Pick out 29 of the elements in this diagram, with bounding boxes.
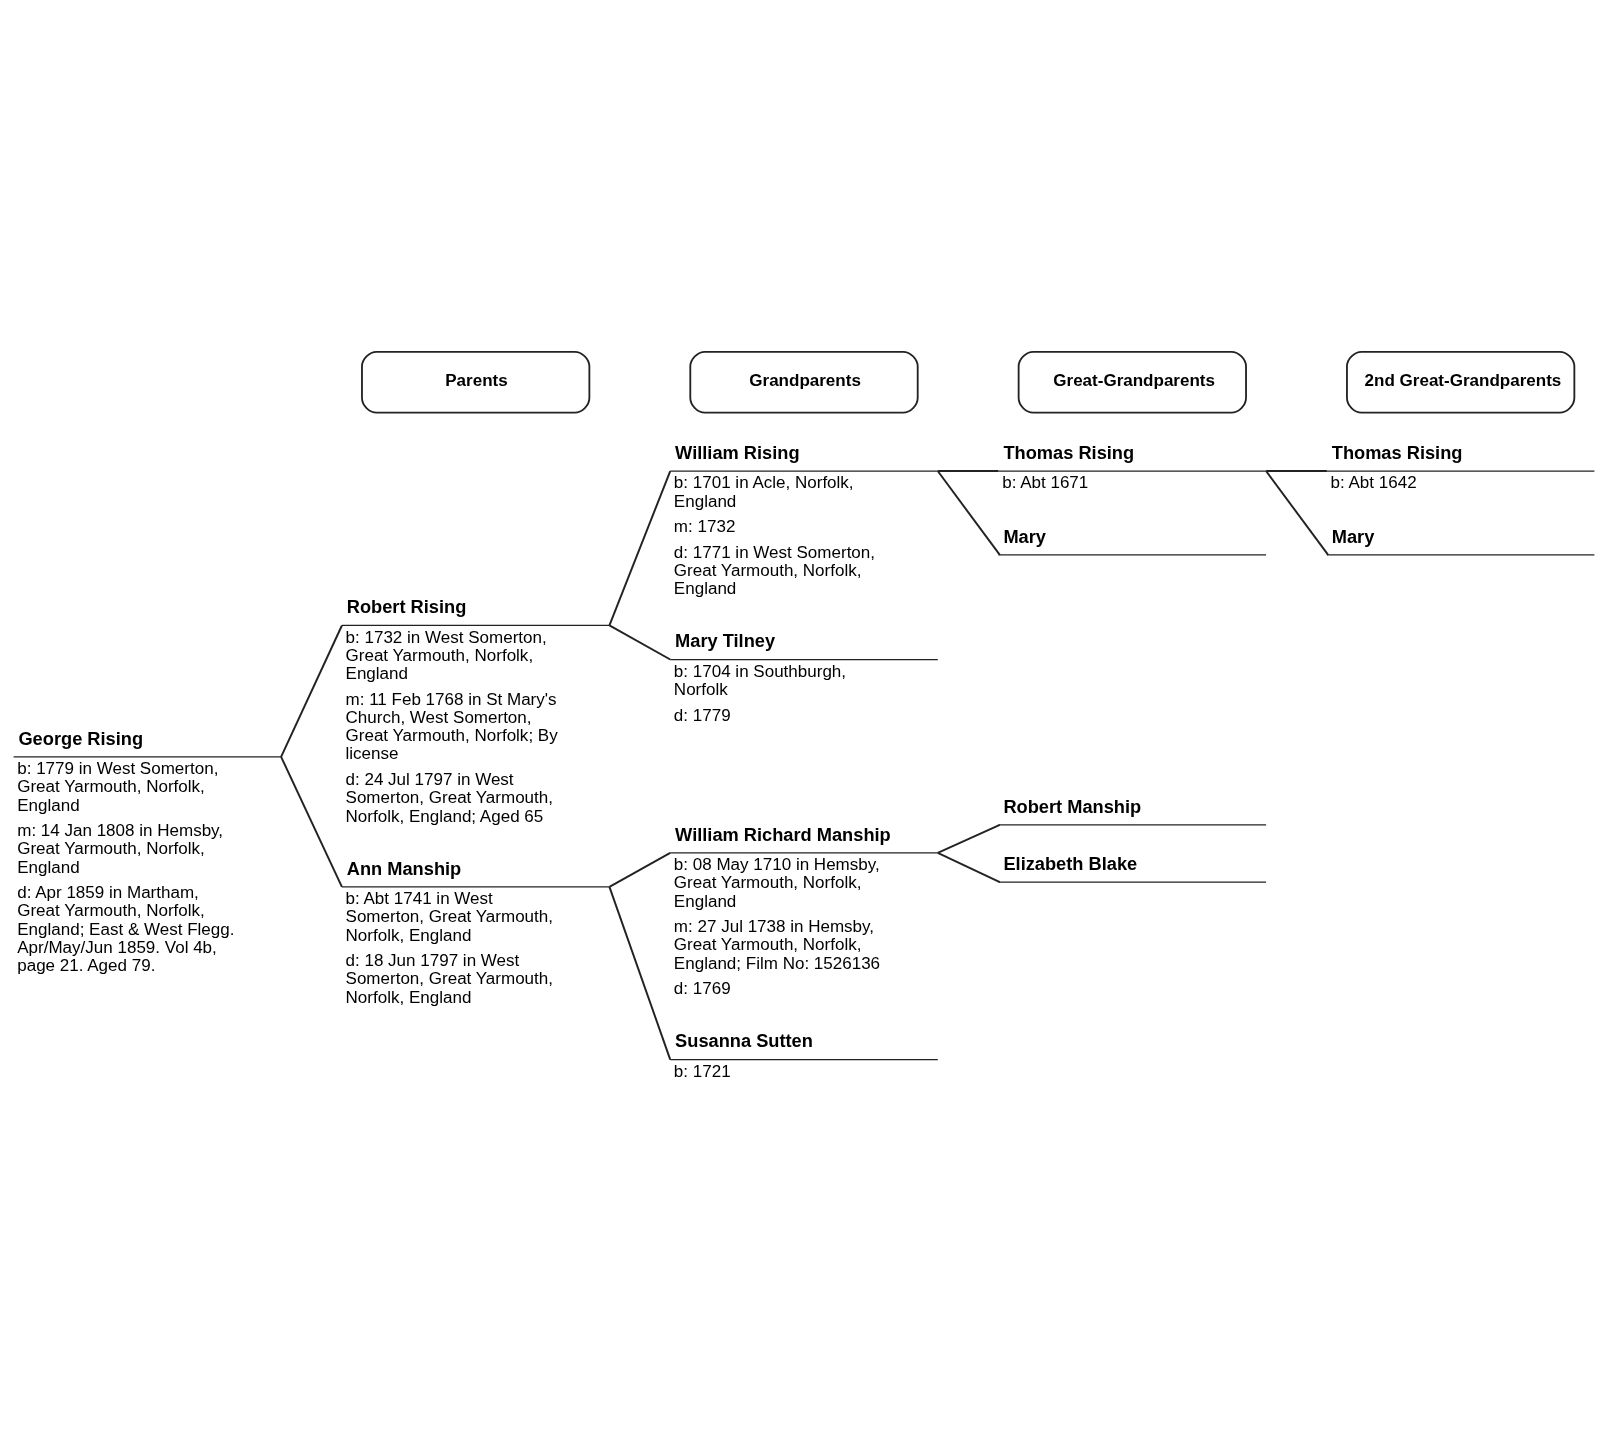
connector — [936, 470, 1000, 472]
connector — [608, 470, 672, 627]
node-text: Thomas Rising b: Abt 1642 — [1330, 441, 1463, 493]
node-text: Susanna Sutten b: 1721 — [673, 1030, 813, 1081]
connector — [1265, 470, 1328, 472]
node-text: George Rising b: 1779 in West Somerton, Great Yarmouth, Norfolk, England m: 14 Jan 1808 in Hemsby, Great Yarmouth, Norfolk, England d: Apr 1859 in Martham, Great Yarmouth, Norfolk, England; East & West Flegg. Apr/May/Jun 1859. Vol 4b, page 21. Aged 79. — [17, 727, 235, 976]
connector — [280, 624, 343, 758]
node-text: Elizabeth Blake — [1003, 852, 1138, 874]
node-text: Mary Tilney b: 1704 in Southburgh, Norfolk d: 1779 — [673, 630, 847, 725]
node-text: Mary — [1331, 525, 1375, 547]
node-text: Robert Rising b: 1732 in West Somerton, Great Yarmouth, Norfolk, England m: 11 Feb 1768 in St Mary's Church, West Somerton, Great Yarmouth, Norfolk; By license d: 24 Jul 1797 in West Somerton, Great Yarmouth, Norfolk, England; Aged 65 — [345, 596, 558, 826]
connector — [608, 851, 672, 888]
node-text: Ann Manship b: Abt 1741 in West Somerton, Great Yarmouth, Norfolk, England d: 18 Jun 1797 in West Somerton, Great Yarmouth, Norfolk, England — [345, 857, 553, 1007]
node-box: Parents — [361, 350, 591, 414]
connector — [608, 885, 672, 1061]
node-text: Thomas Rising b: Abt 1671 — [1002, 441, 1135, 493]
node-box: Grandparents — [689, 350, 919, 414]
connector — [280, 755, 343, 888]
connector — [936, 470, 1001, 556]
connector — [936, 851, 1001, 884]
node-box: Great-Grandparents — [1017, 350, 1247, 414]
node-text: Robert Manship — [1003, 795, 1142, 817]
node-box: 2nd Great-Grandparents — [1346, 350, 1576, 414]
connector — [608, 624, 672, 661]
node-text: William Richard Manship b: 08 May 1710 in Hemsby, Great Yarmouth, Norfolk, England m: 27 Jul 1738 in Hemsby, Great Yarmouth, Norfolk, England; Film No: 1526136 d: 1769 — [673, 823, 891, 999]
node-text: William Rising b: 1701 in Acle, Norfolk, England m: 1732 d: 1771 in West Somerton, Great Yarmouth, Norfolk, England — [673, 441, 876, 599]
connector — [1265, 470, 1330, 556]
node-text: Mary — [1003, 525, 1047, 547]
connector — [936, 823, 1001, 854]
